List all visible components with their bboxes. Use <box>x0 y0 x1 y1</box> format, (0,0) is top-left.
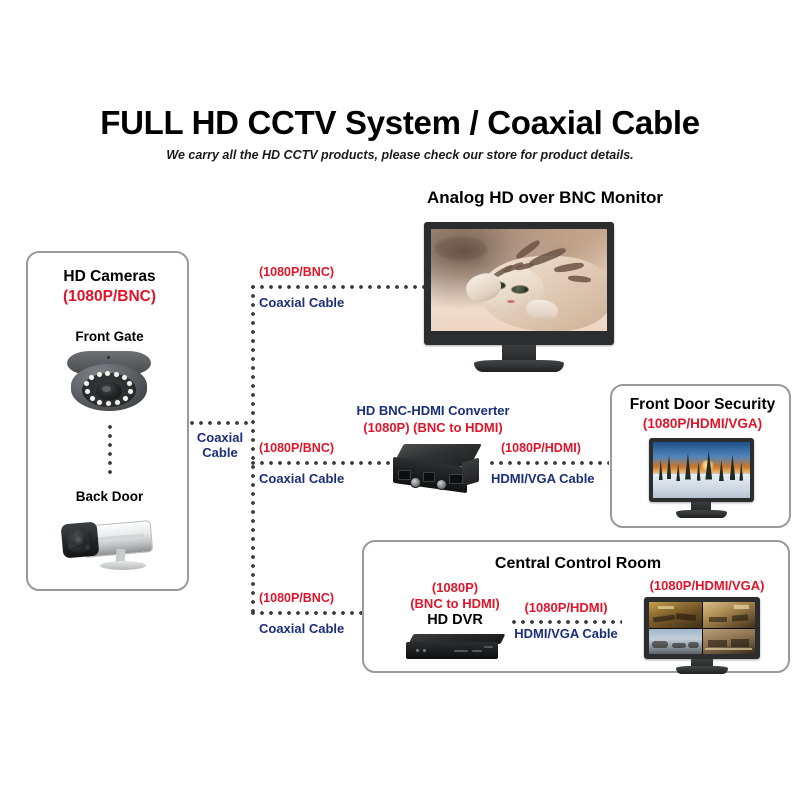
front-door-monitor-image <box>649 438 754 520</box>
camera-chain-dotted-line <box>108 425 112 479</box>
converter-out-spec: (1080P/HDMI) <box>501 441 581 455</box>
back-door-label: Back Door <box>75 489 144 504</box>
branch-line-to-bnc-monitor <box>251 285 431 289</box>
camera-trunk-stub-line <box>190 421 254 425</box>
dvr-to-monitor-dotted-line <box>512 620 622 624</box>
central-control-room-panel: Central Control Room (1080P) (BNC to HDM… <box>362 540 790 674</box>
branch-line-to-control-room <box>251 611 364 615</box>
dome-camera-icon <box>67 351 151 413</box>
hd-cameras-panel: HD Cameras (1080P/BNC) Front Gate <box>26 251 189 591</box>
control-room-cable-label: HDMI/VGA Cable <box>514 626 618 641</box>
branch-line-to-converter <box>251 461 392 465</box>
control-room-monitor-image <box>644 597 760 674</box>
converter-out-label: HDMI/VGA Cable <box>491 471 595 486</box>
link-top-spec: (1080P/BNC) <box>259 265 335 279</box>
link-bottom-spec: (1080P/BNC) <box>259 591 335 605</box>
coaxial-trunk-vertical-line <box>251 285 255 615</box>
link-bottom-label: Coaxial Cable <box>259 621 345 636</box>
front-door-title: Front Door Security <box>629 396 776 413</box>
dvr-label: HD DVR <box>427 612 483 628</box>
hd-dvr-icon <box>406 634 506 662</box>
page-title: FULL HD CCTV System / Coaxial Cable <box>100 104 700 141</box>
dvr-spec-line2: (BNC to HDMI) <box>410 596 500 611</box>
converter-title: HD BNC-HDMI Converter <box>356 403 510 418</box>
control-room-title: Central Control Room <box>494 555 662 572</box>
trunk-cable-label: Coaxial Cable <box>189 430 251 460</box>
bullet-camera-icon <box>56 511 160 573</box>
branch-line-converter-to-front-door <box>490 461 609 465</box>
front-door-security-panel: Front Door Security (1080P/HDMI/VGA) <box>610 384 791 528</box>
bnc-hdmi-converter-icon <box>392 444 482 494</box>
control-room-cable-spec: (1080P/HDMI) <box>524 600 608 615</box>
hd-cameras-title: HD Cameras <box>63 268 156 285</box>
link-mid-spec: (1080P/BNC) <box>259 441 335 455</box>
bnc-monitor-image <box>424 222 614 372</box>
front-gate-label: Front Gate <box>75 329 144 344</box>
dvr-spec-line1: (1080P) <box>431 580 479 595</box>
control-room-monitor-spec: (1080P/HDMI/VGA) <box>649 578 765 593</box>
front-door-spec: (1080P/HDMI/VGA) <box>642 416 763 431</box>
converter-spec: (1080P) (BNC to HDMI) <box>363 420 503 435</box>
bnc-monitor-title: Analog HD over BNC Monitor <box>426 188 664 207</box>
page-subtitle: We carry all the HD CCTV products, pleas… <box>166 148 634 162</box>
link-top-label: Coaxial Cable <box>259 295 345 310</box>
link-mid-label: Coaxial Cable <box>259 471 345 486</box>
hd-cameras-spec: (1080P/BNC) <box>62 288 157 305</box>
trunk-label-line1: Coaxial <box>196 430 244 445</box>
trunk-label-line2: Cable <box>202 445 238 460</box>
